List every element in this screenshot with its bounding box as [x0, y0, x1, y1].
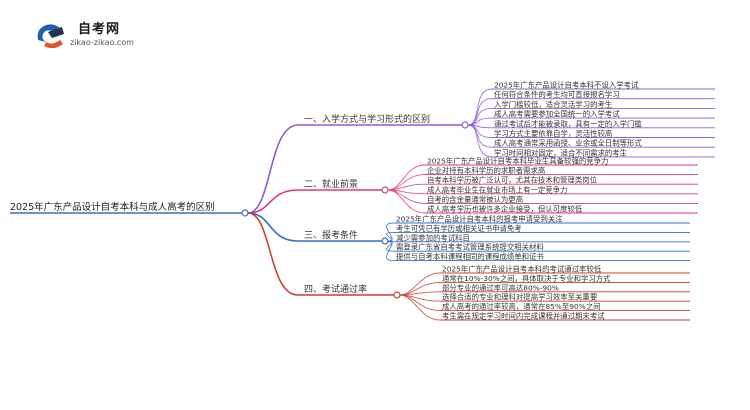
leaf-item: 成人高考需要参加全国统一的入学考试 [494, 110, 620, 119]
leaf-item: 入学门槛较低，适合灵活学习的考生 [494, 100, 612, 109]
site-name: 自考网 [78, 22, 121, 37]
leaf-item: 考生需在规定学习时间内完成课程并通过期末考试 [442, 312, 605, 321]
leaf-item: 通过考试后才能被录取，具有一定的入学门槛 [494, 119, 642, 128]
root-node-dot [241, 209, 249, 217]
branch-connector [247, 212, 299, 296]
leaf-item: 企业对持有本科学历的求职者需求高 [427, 166, 545, 175]
branch-label: 四、考试通过率 [304, 283, 367, 295]
leaf-connector [386, 240, 395, 262]
branch-connector [247, 189, 299, 214]
leaf-item: 自考本科学历被广泛认可，尤其在技术和管理类岗位 [427, 176, 598, 185]
leaf-item: 通常在10%-30%之间，具体取决于专业和学习方式 [442, 274, 611, 283]
branch-node-dot [461, 121, 469, 129]
leaf-item: 成人高考通常采用函授、业余或全日制等形式 [494, 139, 642, 148]
leaf-item: 学习方式主要依靠自学，灵活性较高 [494, 129, 612, 138]
branch-node-dot [381, 186, 389, 194]
branch-connector [247, 124, 299, 214]
root-topic: 2025年广东产品设计自考本科与成人高考的区别 [10, 201, 215, 213]
leaf-connector [387, 189, 426, 214]
leaf-item: 任何符合条件的考生均可直接报名学习 [494, 90, 620, 99]
graduation-cap-icon [37, 24, 64, 49]
leaf-connector [387, 183, 426, 191]
leaf-item: 成人高考的通过率较高，通常在85%至90%之间 [442, 302, 601, 311]
site-domain: zikao-zikao.com [70, 38, 134, 47]
leaf-item: 2025年广东产品设计自考本科的考试通过率较低 [442, 265, 602, 274]
leaf-item: 提供与自考本科课程相同的课程成绩单和证书 [396, 252, 544, 261]
leaf-connector [467, 107, 493, 126]
branch-node-dot [393, 291, 401, 299]
leaf-connector [467, 124, 493, 148]
branch-label: 二、就业前景 [304, 178, 358, 190]
leaf-item: 2025年广东产品设计自考本科的报考申请受到关注 [396, 215, 563, 224]
leaf-connector [399, 294, 441, 321]
branch-label: 三、报考条件 [304, 229, 358, 241]
leaf-item: 减少需参加的考试科目 [396, 233, 470, 242]
branch-connector [247, 212, 299, 242]
leaf-item: 学习时间相对固定，适合不同需求的考生 [494, 148, 627, 157]
leaf-item: 成人高考学历也被许多企业接受，但认可度较低 [427, 205, 583, 214]
leaf-connector [467, 124, 493, 158]
leaf-item: 2025年广东产品设计自考本科毕业生具备较强的竞争力 [427, 157, 608, 166]
leaf-item: 考生可凭已有学历或相关证书申请免考 [396, 224, 522, 233]
leaf-item: 需登录广东省自考考试管理系统提交相关材料 [396, 243, 544, 252]
leaf-connector [387, 174, 426, 191]
leaf-item: 2025年广东产品设计自考本科不设入学考试 [494, 81, 639, 90]
leaf-connector [399, 294, 441, 312]
leaf-item: 部分专业的通过率可高达80%-90% [442, 283, 559, 292]
leaf-item: 自考的含金量通常被认为更高 [427, 195, 523, 204]
leaf-connector [467, 98, 493, 126]
branch-node-dot [381, 237, 389, 245]
site-logo[interactable]: 自考网 zikao-zikao.com [34, 18, 154, 54]
leaf-item: 成人高考毕业生在就业市场上有一定竞争力 [427, 185, 567, 194]
branch-label: 一、入学方式与学习形式的区别 [304, 113, 430, 125]
leaf-item: 选择合适的专业和理科对提高学习效率至关重要 [442, 293, 597, 302]
